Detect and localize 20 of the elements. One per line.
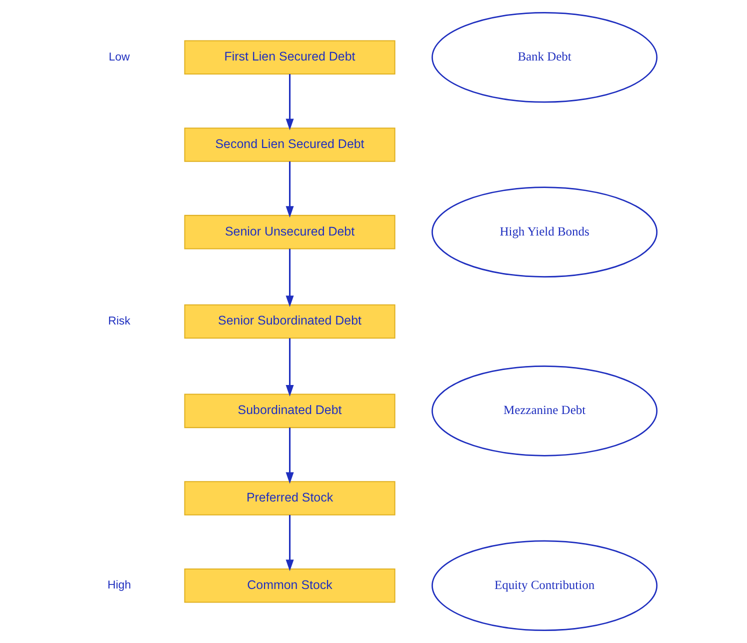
node-box: Common Stock [184, 568, 395, 603]
label: Risk [108, 315, 130, 328]
arrow [285, 428, 294, 484]
node-box: Senior Subordinated Debt [184, 304, 395, 339]
arrow [285, 161, 294, 218]
node-box: Senior Unsecured Debt [184, 214, 395, 250]
node-ellipse: Equity Contribution [431, 540, 658, 631]
label: Low [108, 51, 130, 64]
node-box: First Lien Secured Debt [184, 40, 395, 75]
arrow [285, 74, 294, 130]
arrow [285, 514, 294, 572]
node-box: Preferred Stock [184, 481, 395, 516]
arrow [285, 248, 294, 308]
arrow [285, 338, 294, 396]
label: High [106, 580, 130, 592]
node-ellipse: Bank Debt [431, 12, 658, 103]
node-ellipse: Mezzanine Debt [431, 366, 658, 456]
node-box: Second Lien Secured Debt [184, 128, 395, 162]
node-box: Subordinated Debt [184, 394, 395, 428]
node-ellipse: High Yield Bonds [431, 186, 658, 278]
